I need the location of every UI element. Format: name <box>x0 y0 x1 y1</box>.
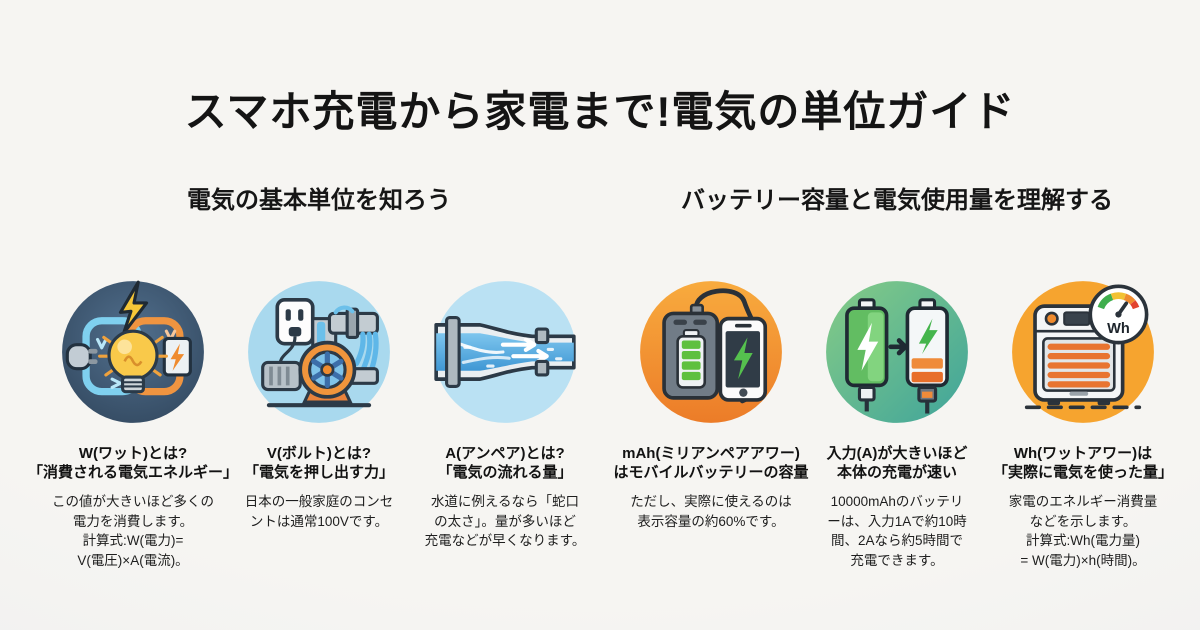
card-input-current-body: 10000mAhのバッテリ ーは、入力1Aで約10時 間、2Aなら約5時間で 充… <box>827 494 967 568</box>
cards-group-gap <box>598 279 618 570</box>
section-title-basic-units: 電気の基本単位を知ろう <box>187 187 451 214</box>
section-title-battery-usage: バッテリー容量と電気使用量を理解する <box>681 187 1113 214</box>
heater-wh-icon: Wh <box>1012 281 1154 423</box>
section-headers: 電気の基本単位を知ろう バッテリー容量と電気使用量を理解する <box>40 180 1176 215</box>
card-mah-heading: mAh(ミリアンペアアワー) はモバイルバッテリーの容量 <box>613 445 809 482</box>
cards-row: W(ワット)とは? 「消費される電気エネルギー」 この値が大きいほど多くの 電力… <box>28 279 1176 570</box>
card-mah: mAh(ミリアンペアアワー) はモバイルバッテリーの容量 ただし、実際に使えるの… <box>614 279 809 570</box>
card-watt-heading: W(ワット)とは? 「消費される電気エネルギー」 <box>28 445 239 482</box>
card-volt-heading: V(ボルト)とは? 「電気を押し出す力」 <box>243 445 394 482</box>
card-input-current-heading: 入力(A)が大きいほど 本体の充電が速い <box>826 445 968 482</box>
powerbank-phone-icon <box>640 281 782 423</box>
gauge-wh-label: Wh <box>1107 321 1130 337</box>
card-wh-heading: Wh(ワットアワー)は 「実際に電気を使った量」 <box>992 445 1173 482</box>
page-title: スマホ充電から家電まで!電気の単位ガイド <box>184 88 1016 136</box>
card-mah-body: ただし、実際に使えるのは 表示容量の約60%です。 <box>630 494 792 529</box>
card-ampere-heading: A(アンペア)とは? 「電気の流れる量」 <box>437 445 573 482</box>
section-gap <box>598 180 618 215</box>
card-input-current: 入力(A)が大きいほど 本体の充電が速い 10000mAhのバッテリ ーは、入力… <box>804 279 990 570</box>
card-volt: V(ボルト)とは? 「電気を押し出す力」 日本の一般家庭のコンセ ントは通常10… <box>226 279 412 570</box>
card-volt-body: 日本の一般家庭のコンセ ントは通常100Vです。 <box>244 494 394 529</box>
card-ampere-body: 水道に例えるなら「蛇口 の太さ」。量が多いほど 充電などが早くなります。 <box>424 494 586 549</box>
card-wh-body: 家電のエネルギー消費量 などを示します。 計算式:Wh(電力量) = W(電力)… <box>1008 494 1158 568</box>
circuit-bulb-icon <box>62 280 204 423</box>
card-watt: W(ワット)とは? 「消費される電気エネルギー」 この値が大きいほど多くの 電力… <box>28 279 238 570</box>
battery-charge-icon <box>826 281 968 423</box>
pipe-flow-icon <box>434 281 576 423</box>
card-ampere: A(アンペア)とは? 「電気の流れる量」 水道に例えるなら「蛇口 の太さ」。量が… <box>412 279 598 570</box>
card-watt-body: この値が大きいほど多くの 電力を消費します。 計算式:W(電力)= V(電圧)×… <box>52 494 214 568</box>
card-wh: Wh Wh(ワットアワー)は 「実際に電気を使った量」 家電のエネルギー消費量 … <box>990 279 1176 570</box>
water-pump-icon <box>248 281 390 423</box>
